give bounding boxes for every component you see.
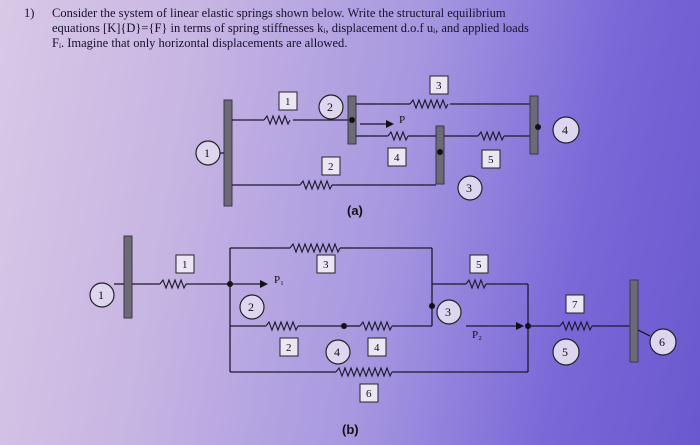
fig-b-spring-3 [289, 242, 341, 254]
fig-a-spring-5-box [481, 149, 501, 169]
fig-b-left-wall [123, 235, 133, 319]
fig-b-node-6 [649, 328, 677, 356]
fig-b-spring-5 [465, 278, 487, 290]
fig-b-node-4 [325, 339, 351, 365]
fig-a-mid-dot [349, 117, 355, 123]
fig-b-spring-5-label: 5 [476, 259, 482, 271]
fig-b-right-wall [629, 279, 639, 363]
fig-b-node-2-label: 2 [248, 300, 254, 314]
fig-b-load-2-arrowhead [516, 322, 524, 330]
fig-a-spring-5-label: 5 [488, 154, 494, 166]
fig-a-right-dot [535, 124, 541, 130]
fig-b-spring-5-box [469, 254, 489, 274]
fig-a-spring-4-box [387, 147, 407, 167]
fig-b-node-3-label: 3 [445, 305, 451, 319]
fig-a-spring-3 [409, 98, 449, 110]
fig-b-node-3-dot [429, 303, 435, 309]
fig-b-spring-1-box [175, 254, 195, 274]
fig-b-load-1-label: P₁ [274, 274, 284, 286]
fig-a-load-arrowhead [386, 120, 394, 128]
problem-line-1: Consider the system of linear elastic sp… [52, 6, 506, 20]
fig-a-node-4-label: 4 [562, 123, 568, 137]
fig-b-spring-3-box [316, 254, 336, 274]
fig-a-spring-4-label: 4 [394, 152, 400, 164]
fig-b-load-2-label: P₂ [472, 329, 482, 341]
fig-a-load-label: P [399, 114, 405, 126]
fig-b-spring-7-label: 7 [572, 299, 578, 311]
fig-a-spring-2b-label: 2 [328, 161, 334, 173]
fig-a-node-3-label: 3 [466, 181, 472, 195]
fig-b-node-5 [552, 338, 580, 366]
fig-a-node-2 [318, 94, 344, 120]
fig-b-spring-2 [265, 320, 299, 332]
fig-b-spring-6 [335, 366, 393, 378]
fig-b-spring-4-label: 4 [374, 342, 380, 354]
fig-b-wire [637, 329, 651, 337]
fig-a-node-1-label: 1 [204, 146, 210, 160]
fig-a-caption: (a) [347, 203, 363, 218]
fig-b-node-2 [239, 294, 265, 320]
problem-number: 1) [24, 6, 35, 20]
fig-b-spring-6-box [359, 383, 379, 403]
fig-b-node-6-label: 6 [659, 335, 665, 349]
figure-b: 1 1 P₁ 2 3 [89, 235, 677, 437]
fig-b-spring-7-box [565, 294, 585, 314]
fig-b-node-5-label: 5 [562, 345, 568, 359]
fig-b-load-1-arrowhead [260, 280, 268, 288]
fig-b-node-1 [89, 282, 115, 308]
fig-a-spring-3-label: 3 [436, 80, 442, 92]
fig-a-node-3 [457, 175, 483, 201]
fig-a-spring-5 [477, 130, 505, 142]
fig-a-node-4 [552, 116, 580, 144]
fig-a-spring-4 [387, 130, 409, 142]
fig-a-spring-3-box [429, 75, 449, 95]
fig-b-spring-7 [559, 320, 593, 332]
fig-b-node-3 [436, 299, 462, 325]
fig-a-spring-2b-box [321, 156, 341, 176]
fig-b-node-4-label: 4 [334, 345, 340, 359]
fig-b-spring-4-box [367, 337, 387, 357]
fig-b-caption: (b) [342, 422, 359, 437]
fig-a-spring-1-box [278, 91, 298, 111]
fig-a-spring-1-label: 1 [285, 96, 291, 108]
problem-line-3: Fᵢ. Imagine that only horizontal displac… [52, 36, 348, 50]
fig-a-node-2-label: 2 [327, 100, 333, 114]
fig-a-spring-1 [263, 114, 291, 126]
figure-a: 1 1 2 3 P [195, 75, 580, 218]
fig-a-left-wall [223, 99, 233, 207]
fig-a-bar-3-dot [437, 149, 443, 155]
fig-a-spring-2b [299, 179, 333, 191]
fig-b-spring-4 [359, 320, 393, 332]
fig-b-spring-2-label: 2 [286, 342, 292, 354]
fig-b-node-1-label: 1 [98, 288, 104, 302]
fig-b-spring-6-label: 6 [366, 388, 372, 400]
problem-line-2: equations [K]{D}={F} in terms of spring … [52, 21, 529, 35]
fig-b-spring-1-label: 1 [182, 259, 188, 271]
fig-b-spring-2-box [279, 337, 299, 357]
fig-b-spring-3-label: 3 [323, 259, 329, 271]
fig-b-spring-1 [159, 278, 187, 290]
